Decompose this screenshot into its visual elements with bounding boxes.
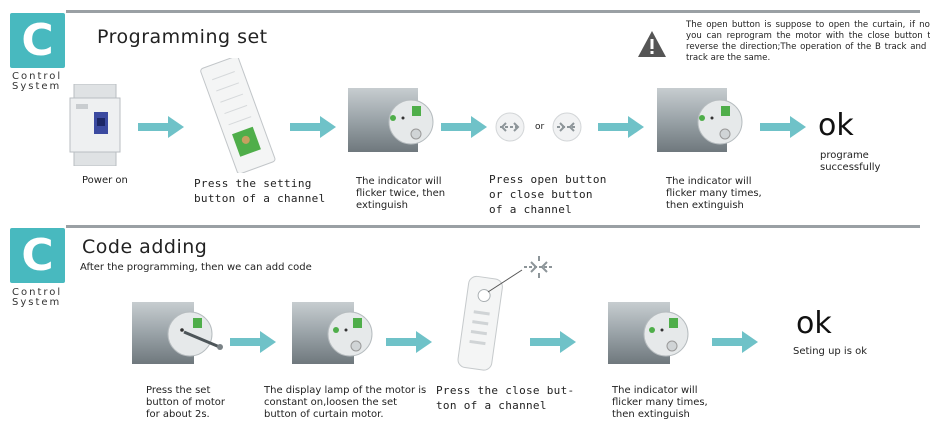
- ok-label: ok: [818, 108, 854, 143]
- remote-icon: [456, 268, 526, 372]
- or-label: or: [535, 122, 545, 132]
- code-step3-caption: Press the close but- ton of a channel: [436, 384, 575, 412]
- section2-header-line: [66, 225, 920, 228]
- motor-with-pin-icon: [130, 300, 230, 372]
- motor-icon: [655, 84, 745, 166]
- logo-text-control: Control: [12, 71, 63, 82]
- logo-text-system: System: [12, 297, 62, 308]
- arrow-right-icon: [138, 116, 184, 138]
- motor-icon: [606, 300, 696, 372]
- motor-icon: [290, 300, 380, 372]
- step1-caption: Power on: [82, 175, 128, 186]
- arrow-right-icon: [230, 331, 276, 353]
- arrow-right-icon: [712, 331, 758, 353]
- code-step1-caption: Press the set button of motor for about …: [146, 385, 225, 420]
- signal-icon: [522, 254, 556, 280]
- arrow-right-icon: [530, 331, 576, 353]
- step6-caption: programe successfully: [820, 150, 881, 173]
- step2-caption: Press the setting button of a channel: [194, 177, 326, 205]
- section2-subtitle: After the programming, then we can add c…: [80, 262, 312, 273]
- remote-setting-icon: [196, 58, 286, 173]
- close-button-icon: [552, 112, 582, 142]
- step4-caption: Press open button or close button of a c…: [489, 173, 607, 216]
- motor-icon: [346, 84, 436, 166]
- arrow-right-icon: [760, 116, 806, 138]
- open-button-icon: [495, 112, 525, 142]
- section1-header-line: [66, 10, 920, 13]
- section2-title: Code adding: [82, 236, 208, 258]
- programming-notice: The open button is suppose to open the c…: [686, 20, 930, 63]
- arrow-right-icon: [441, 116, 487, 138]
- arrow-right-icon: [598, 116, 644, 138]
- section1-title: Programming set: [97, 26, 268, 48]
- control-system-logo: C: [10, 228, 65, 283]
- logo-text-system: System: [12, 81, 62, 92]
- logo-letter: C: [21, 230, 54, 281]
- code-step5-caption: Seting up is ok: [793, 346, 868, 357]
- step5-caption: The indicator will flicker many times, t…: [666, 176, 762, 211]
- ok-label: ok: [796, 306, 832, 341]
- code-step2-caption: The display lamp of the motor is constan…: [264, 385, 427, 420]
- warning-icon: [637, 30, 667, 58]
- logo-text-control: Control: [12, 287, 63, 298]
- breaker-icon: [68, 84, 123, 166]
- arrow-right-icon: [290, 116, 336, 138]
- logo-letter: C: [21, 15, 54, 66]
- arrow-right-icon: [386, 331, 432, 353]
- control-system-logo: C: [10, 13, 65, 68]
- code-step4-caption: The indicator will flicker many times, t…: [612, 385, 708, 420]
- step3-caption: The indicator will flicker twice, then e…: [356, 176, 446, 211]
